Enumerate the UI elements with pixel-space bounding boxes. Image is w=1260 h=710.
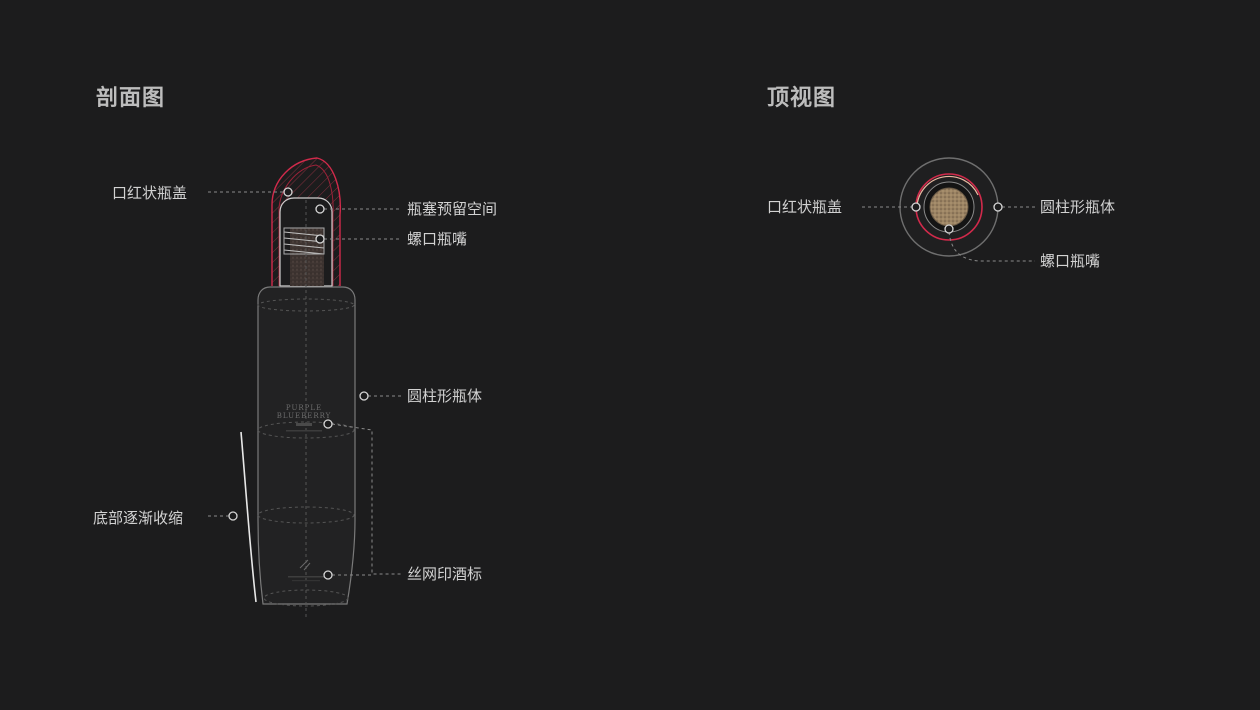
lipstick-cap-inner-outline — [278, 164, 334, 286]
bottle-section: PURPLE BLUEBERRY — [240, 157, 356, 620]
section-guides — [257, 200, 355, 620]
bottle-body-outline — [257, 286, 356, 605]
top-view-title: 顶视图 — [767, 86, 837, 111]
top-leaders — [862, 206, 1035, 262]
section-markers — [228, 187, 369, 580]
top-markers — [911, 202, 1003, 234]
lipstick-cap-outline — [271, 157, 341, 286]
label-tapered-bottom: 底部逐渐收缩 — [93, 509, 184, 527]
tapered-bottom-indicator — [240, 431, 257, 603]
label-lipstick-cap: 口红状瓶盖 — [112, 184, 188, 202]
section-view-title: 剖面图 — [96, 86, 166, 111]
top-label-lipstick-cap: 口红状瓶盖 — [767, 198, 843, 216]
cork-top — [929, 187, 969, 227]
bottle-text-line2: BLUEBERRY — [277, 412, 332, 420]
label-screw-neck: 螺口瓶嘴 — [407, 230, 468, 248]
label-screen-print: 丝网印酒标 — [407, 565, 483, 583]
bottle-text-line1: PURPLE — [286, 404, 322, 412]
section-leaders — [208, 191, 402, 576]
top-label-cylinder-body: 圆柱形瓶体 — [1040, 198, 1116, 216]
label-cylinder-body: 圆柱形瓶体 — [407, 387, 483, 405]
label-stopper-space: 瓶塞预留空间 — [407, 200, 498, 218]
top-label-screw-neck: 螺口瓶嘴 — [1040, 252, 1101, 270]
